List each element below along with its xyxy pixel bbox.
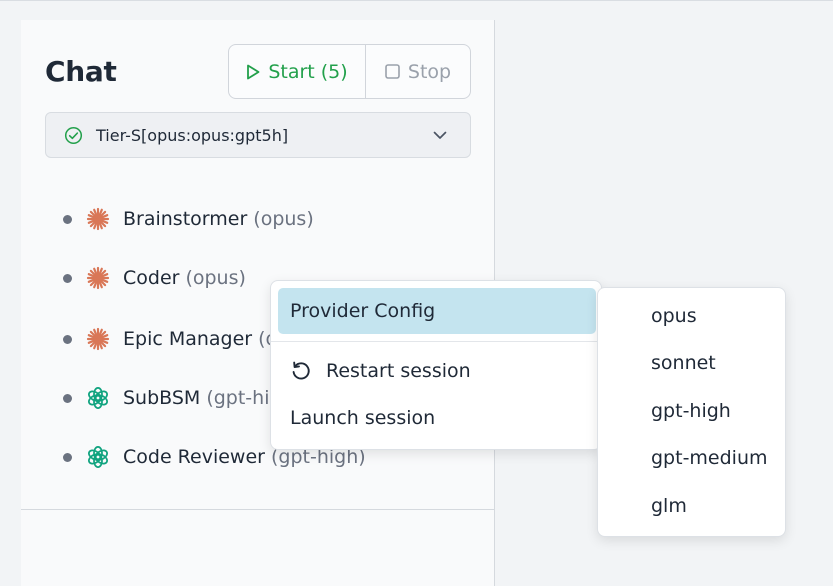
stop-button-label: Stop xyxy=(407,60,452,83)
agent-name: SubBSM xyxy=(123,387,201,409)
provider-submenu: opus sonnet gpt-high gpt-medium glm xyxy=(597,287,786,537)
agent-item-coder[interactable]: Coder (opus) xyxy=(63,263,246,293)
menu-separator xyxy=(271,341,601,342)
submenu-item-glm[interactable]: glm xyxy=(651,495,687,517)
agent-item-brainstormer[interactable]: Brainstormer (opus) xyxy=(63,204,314,234)
agent-name: Brainstormer xyxy=(123,208,248,230)
submenu-item-gpt-medium[interactable]: gpt-medium xyxy=(651,447,768,469)
page-title: Chat xyxy=(45,55,117,88)
agent-model: (gpt-hig xyxy=(206,387,282,409)
stop-icon xyxy=(385,64,400,79)
openai-icon xyxy=(86,386,110,410)
window-top-border xyxy=(0,0,833,1)
agent-name: Code Reviewer xyxy=(123,446,265,468)
start-button[interactable]: Start (5) xyxy=(229,45,366,98)
status-dot xyxy=(63,334,72,344)
agent-item-epic-manager[interactable]: Epic Manager (o xyxy=(63,324,277,354)
status-dot xyxy=(63,393,72,403)
asterisk-icon xyxy=(86,327,110,351)
submenu-item-opus[interactable]: opus xyxy=(651,305,697,327)
agent-model: (opus) xyxy=(253,208,314,230)
menu-item-restart-session[interactable]: Restart session xyxy=(278,348,596,394)
submenu-item-sonnet[interactable]: sonnet xyxy=(651,352,716,374)
agent-model: (gpt-high) xyxy=(270,446,366,468)
agent-item-code-reviewer[interactable]: Code Reviewer (gpt-high) xyxy=(63,442,366,472)
menu-item-label: Provider Config xyxy=(290,300,436,322)
submenu-item-gpt-high[interactable]: gpt-high xyxy=(651,400,731,422)
agent-model: (opus) xyxy=(185,267,246,289)
stop-button[interactable]: Stop xyxy=(366,45,470,98)
agent-name: Coder xyxy=(123,267,180,289)
status-dot xyxy=(63,273,72,283)
session-controls: Start (5) Stop xyxy=(228,44,471,99)
play-icon xyxy=(247,64,260,79)
tier-select-value: Tier-S[opus:opus:gpt5h] xyxy=(96,125,289,145)
chevron-down-icon xyxy=(433,131,447,139)
restart-icon xyxy=(292,361,310,380)
agent-item-subbsm[interactable]: SubBSM (gpt-hig xyxy=(63,383,282,413)
panel-divider xyxy=(21,509,494,510)
status-dot xyxy=(63,214,72,224)
tier-select[interactable]: Tier-S[opus:opus:gpt5h] xyxy=(45,112,471,158)
openai-icon xyxy=(86,445,110,469)
check-circle-icon xyxy=(64,126,83,144)
context-menu: Provider Config Restart session Launch s… xyxy=(270,280,602,450)
menu-item-provider-config[interactable]: Provider Config xyxy=(278,288,596,334)
start-button-label: Start (5) xyxy=(268,60,348,83)
menu-item-label: Launch session xyxy=(290,407,436,429)
menu-item-label: Restart session xyxy=(326,360,471,382)
agent-name: Epic Manager xyxy=(123,328,253,350)
status-dot xyxy=(63,452,72,462)
menu-item-launch-session[interactable]: Launch session xyxy=(278,395,596,441)
asterisk-icon xyxy=(86,266,110,290)
asterisk-icon xyxy=(86,207,110,231)
